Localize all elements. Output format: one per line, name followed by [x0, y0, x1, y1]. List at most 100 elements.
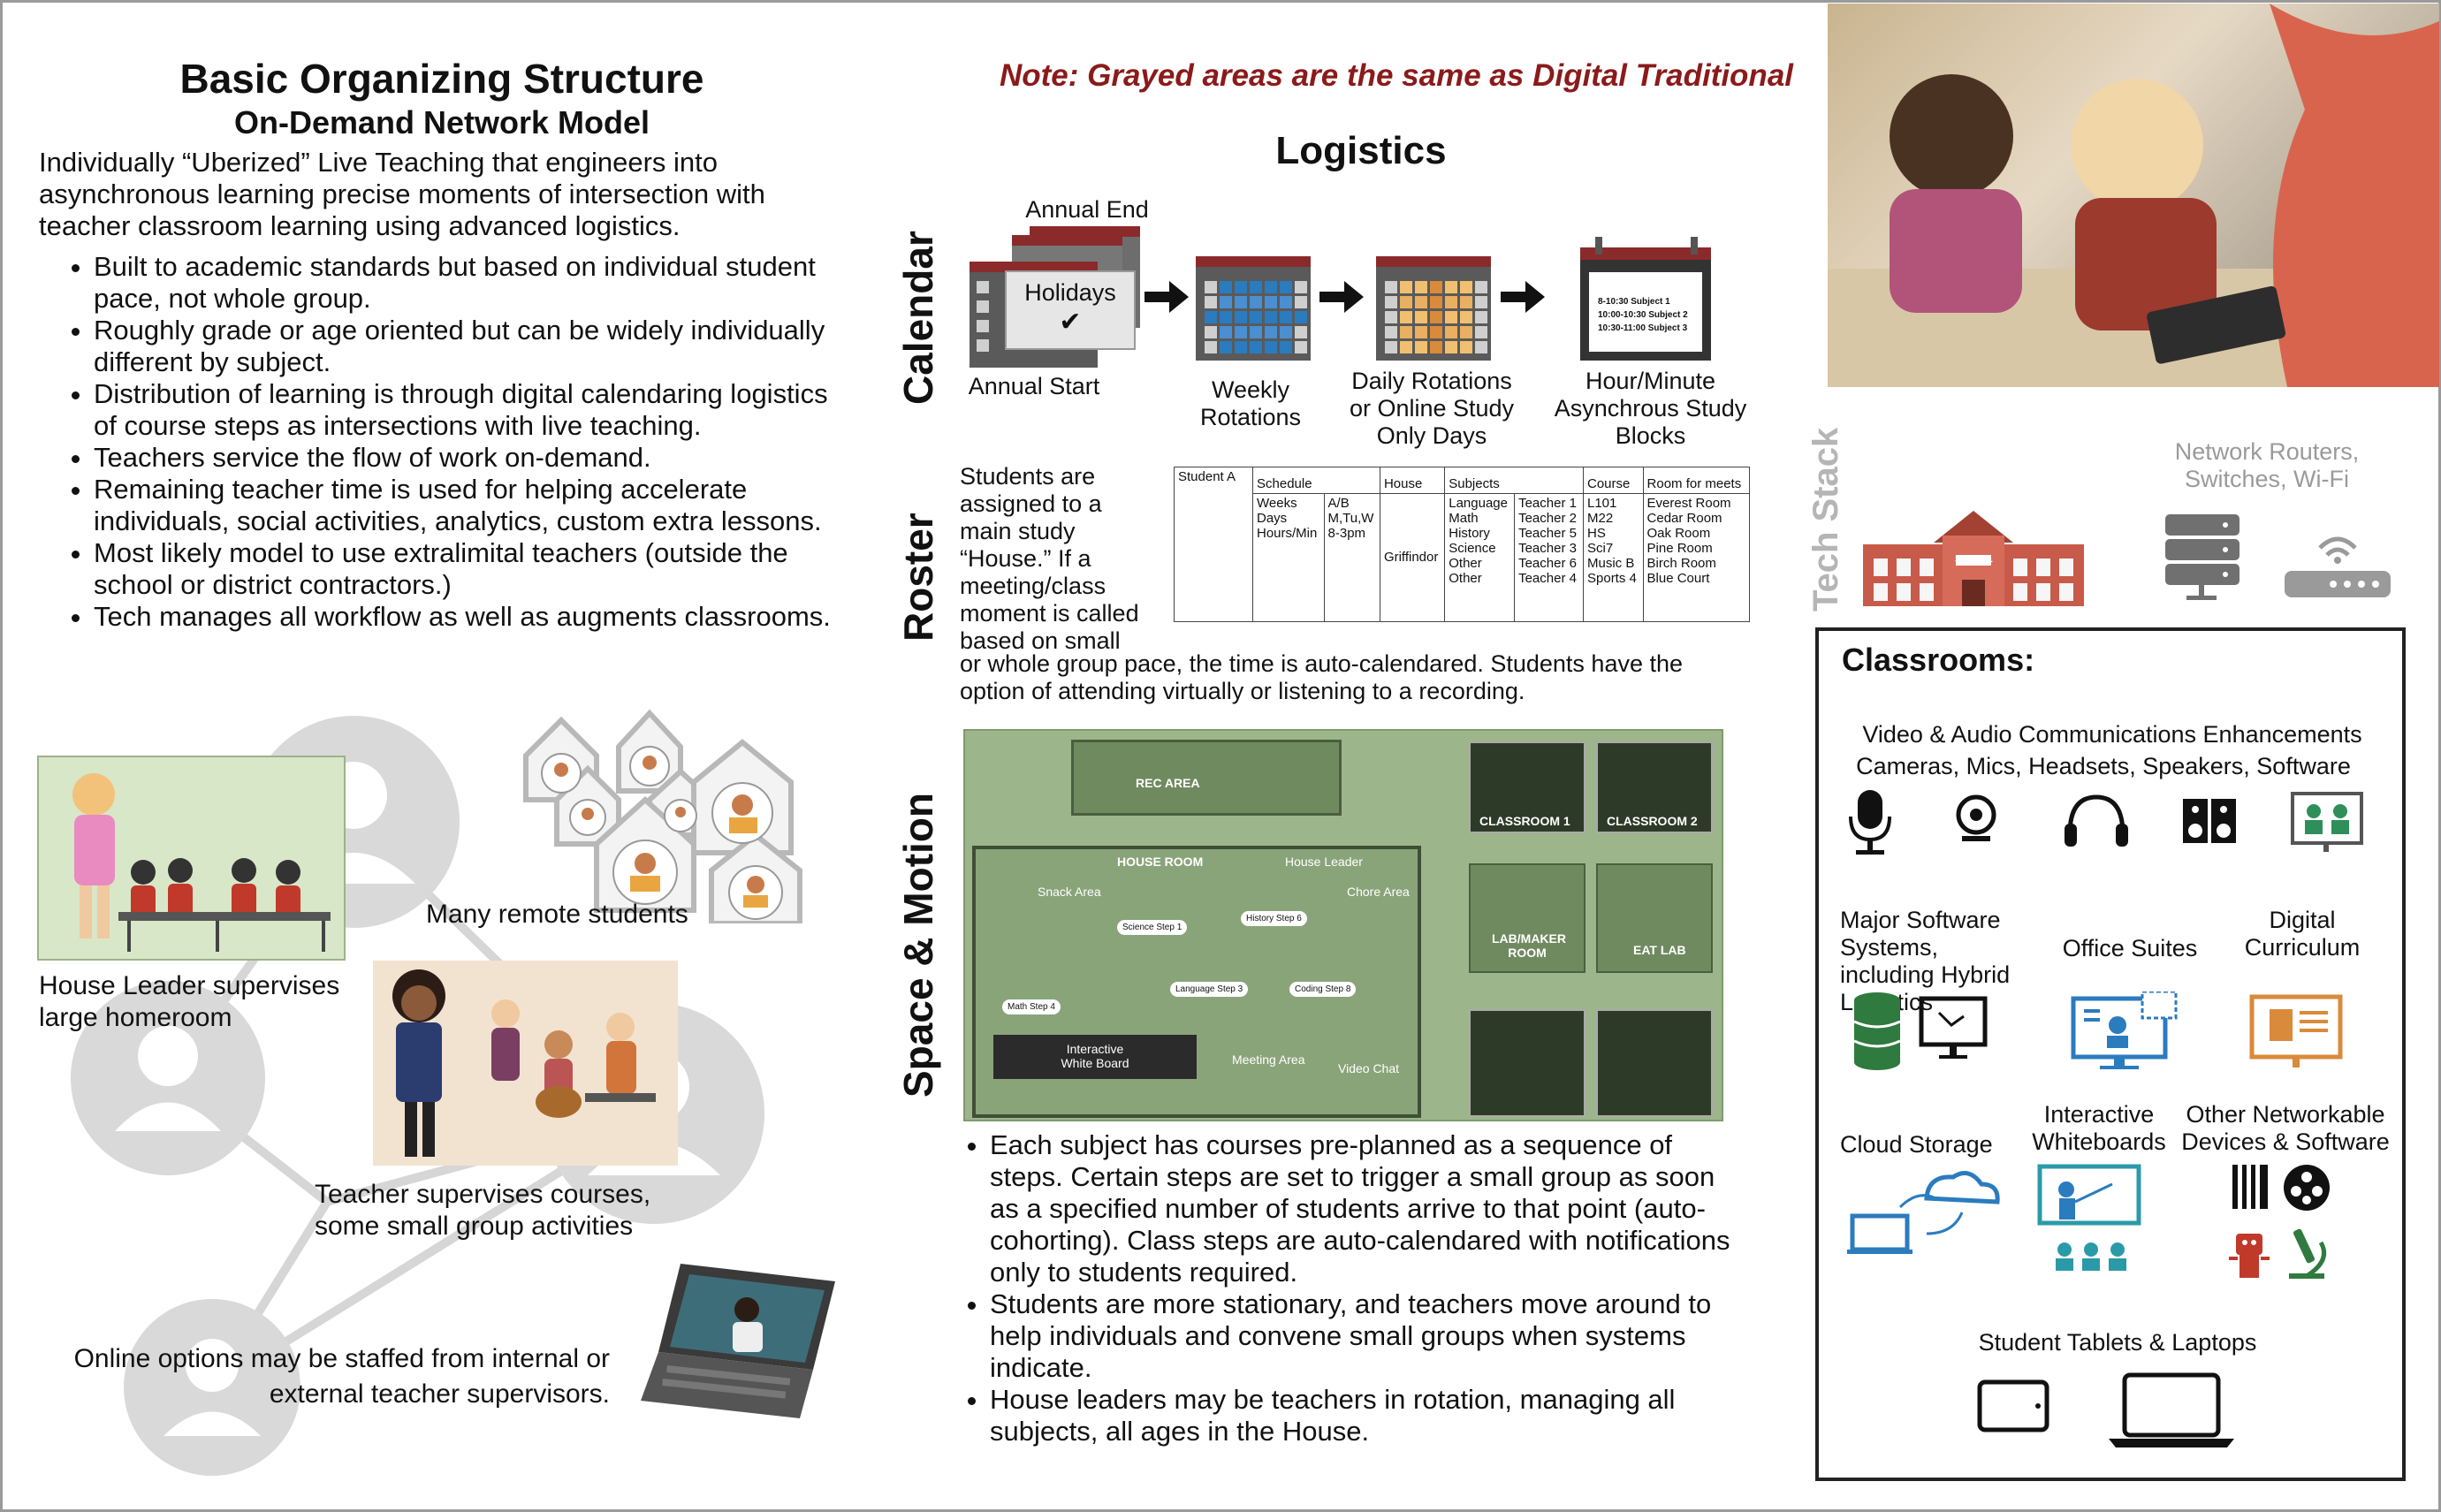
map-label: LAB/MAKER ROOM — [1492, 931, 1566, 960]
roster-section-label: Roster — [895, 513, 941, 642]
interactive-whiteboard: Interactive White Board — [993, 1035, 1197, 1079]
map-label: Video Chat — [1338, 1061, 1400, 1075]
av-line-1: Video & Audio Communications Enhancement… — [1862, 721, 2362, 748]
map-label: CLASSROOM 1 — [1479, 814, 1570, 828]
left-bullet: Most likely model to use extralimital te… — [94, 537, 856, 601]
cloud-storage-label: Cloud Storage — [1840, 1131, 1993, 1158]
map-label: Interactive White Board — [1061, 1042, 1129, 1070]
calendar-cell — [1250, 341, 1262, 353]
roster-subjects-header: Subjects — [1444, 467, 1584, 494]
annual-start-label: Annual Start — [968, 373, 1100, 399]
step-bubble: Science Step 1 — [1117, 920, 1188, 935]
roster-course-header: Course — [1583, 467, 1644, 494]
left-bullet: Teachers service the flow of work on-dem… — [94, 442, 856, 474]
annual-end-label: Annual End — [1025, 196, 1149, 223]
calendar-cell — [1400, 326, 1412, 338]
calendar-cell — [1430, 341, 1442, 353]
house-leader-label: House Leader supervises large homeroom — [39, 971, 340, 1032]
online-options-label: Online options may be staffed from inter… — [73, 1344, 610, 1409]
logistics-title: Logistics — [1275, 129, 1447, 172]
tablet-icon — [1977, 1379, 2049, 1432]
roster-cell: Sci7 — [1587, 540, 1614, 556]
calendar-cell — [1235, 341, 1247, 353]
roster-room-list: Everest Room Cedar Room Oak Room Pine Ro… — [1642, 492, 1751, 623]
calendar-cell — [1460, 281, 1472, 293]
weekly-grid — [1205, 281, 1309, 353]
calendar-cell — [1205, 341, 1217, 353]
map-label: HOUSE ROOM — [1117, 855, 1204, 869]
calendar-cell — [1400, 341, 1412, 353]
roster-student: Student A — [1174, 467, 1253, 622]
calendar-cell — [1460, 296, 1472, 308]
left-bullet: Tech manages all workflow as well as aug… — [94, 601, 856, 633]
roster-cell: Everest Room — [1646, 495, 1731, 511]
roster-cell: Pine Room — [1646, 540, 1713, 556]
calendar-cell — [1430, 296, 1442, 308]
calendar-cell — [1250, 311, 1262, 323]
video-conference-icon — [2291, 792, 2363, 852]
grayed-note: Note: Grayed areas are the same as Digit… — [999, 58, 1794, 93]
space-motion-map: REC AREA HOUSE ROOM House Leader Snack A… — [963, 729, 1723, 1121]
robot-icon — [2229, 1234, 2270, 1278]
schedule-line: 10:00-10:30 Subject 2 — [1598, 310, 1688, 320]
calendar-cell — [1205, 326, 1217, 338]
calendar-cell — [1445, 311, 1457, 323]
roster-cell: L101 — [1587, 495, 1617, 511]
digital-curriculum-label: Digital Curriculum — [2244, 907, 2361, 961]
film-reel-icon — [2284, 1165, 2330, 1211]
daily-rotations-label: Daily Rotations or Online Study Only Day… — [1349, 368, 1515, 449]
school-building-icon — [1863, 511, 2084, 606]
daily-grid — [1385, 281, 1489, 353]
calendar-cell — [1280, 311, 1292, 323]
step-bubble: Language Step 3 — [1170, 982, 1249, 997]
calendar-cell — [1220, 296, 1232, 308]
roster-cell: Hours/Min — [1257, 525, 1318, 541]
calendar-cell — [1430, 326, 1442, 338]
middle-bullet-list: Each subject has courses pre-planned as … — [937, 1129, 1732, 1447]
rec-area: REC AREA — [1071, 740, 1342, 816]
calendar-cell — [1250, 326, 1262, 338]
calendar-cell — [1295, 326, 1307, 338]
calendar-cell — [1385, 326, 1397, 338]
calendar-cell — [1445, 341, 1457, 353]
calendar-cell — [1220, 326, 1232, 338]
calendar-cell — [1250, 296, 1262, 308]
software-icons-row — [1853, 992, 2343, 1070]
calendar-cell — [1235, 296, 1247, 308]
roster-cell: Other — [1449, 570, 1482, 586]
calendar-cell — [1475, 311, 1487, 323]
map-label: REC AREA — [1136, 776, 1200, 790]
laptop-icon — [2109, 1372, 2234, 1447]
roster-cell: Teacher 1 — [1518, 495, 1577, 511]
roster-cell: Teacher 6 — [1518, 555, 1577, 571]
roster-text-a: Students are assigned to a main study “H… — [960, 463, 1139, 654]
roster-table: Student A Schedule House Subjects Course… — [1174, 467, 1751, 623]
roster-cell: A/B — [1327, 495, 1350, 511]
small-group-rooms — [1596, 1009, 1713, 1117]
weekly-rotations-label: Weekly Rotations — [1199, 376, 1302, 430]
classrooms-title: Classrooms: — [1842, 642, 2035, 678]
schedule-line: 8-10:30 Subject 1 — [1598, 297, 1670, 307]
space-motion-section-label: Space & Motion — [895, 792, 941, 1098]
classroom-2: CLASSROOM 2 — [1596, 741, 1713, 833]
calendar-cell — [1265, 296, 1277, 308]
roster-cell: Music B — [1587, 555, 1635, 571]
logistics-monitor-icon — [1919, 996, 1988, 1059]
cloud-storage-icon — [1847, 1171, 2000, 1254]
microscope-icon — [2289, 1228, 2326, 1279]
roster-cell: Weeks — [1257, 495, 1297, 511]
tech-stack-label: Tech Stack — [1806, 427, 1845, 612]
check-icon: ✔ — [1059, 308, 1082, 337]
calendar-cell — [1445, 281, 1457, 293]
teacher-offices — [1469, 1009, 1586, 1117]
office-suite-icon — [2071, 992, 2178, 1069]
devices-icons-row — [1977, 1372, 2234, 1447]
calendar-cell — [1280, 326, 1292, 338]
roster-cell: Teacher 3 — [1518, 540, 1577, 556]
step-bubble: Math Step 4 — [1002, 999, 1061, 1014]
calendar-cell — [1430, 281, 1442, 293]
calendar-cell — [1460, 326, 1472, 338]
calendar-cell — [1280, 341, 1292, 353]
classroom-1: CLASSROOM 1 — [1469, 741, 1586, 833]
page-title: Basic Organizing Structure — [179, 56, 704, 102]
